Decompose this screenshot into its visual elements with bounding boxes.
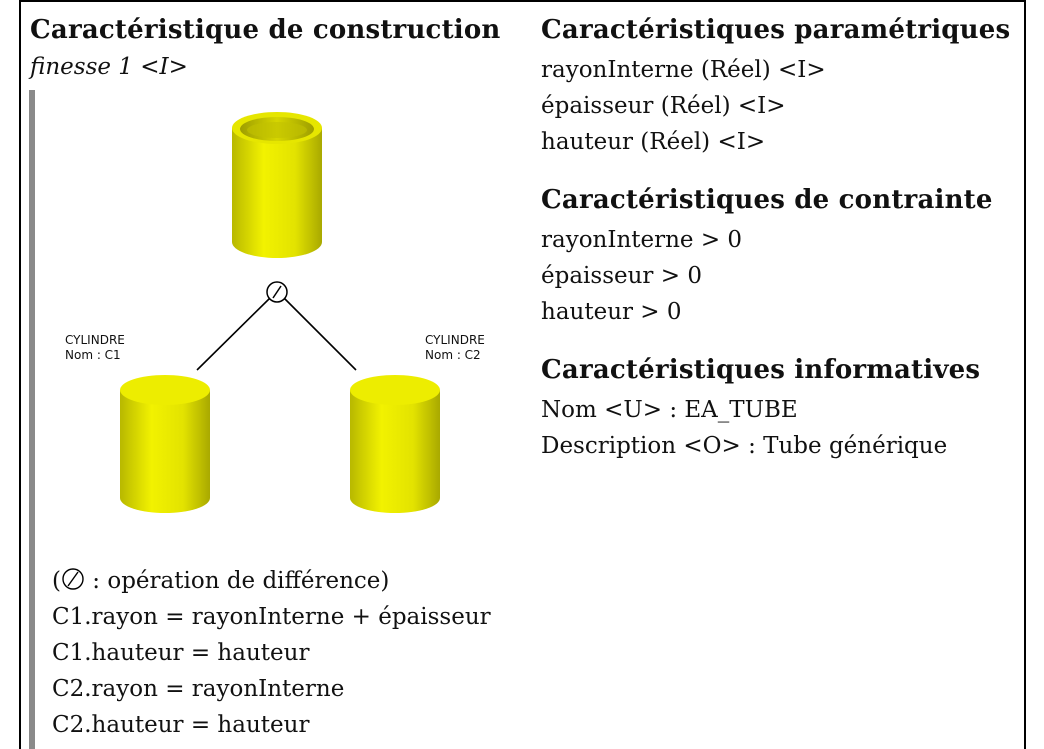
constraint-title: Caractéristiques de contrainte [541,185,993,215]
construction-notes: ( : opération de différence) C1.rayon = … [52,563,491,743]
cylinder-c2-type: CYLINDRE [425,333,485,347]
formula-line: C2.hauteur = hauteur [52,712,310,738]
legend-text: : opération de différence) [92,568,390,594]
constraint-line: rayonInterne > 0 [541,227,743,253]
cylinder-c2-name: Nom : C2 [425,348,481,362]
cylinder-c2-label: CYLINDRE Nom : C2 [425,333,485,363]
result-tube-shape [232,112,322,258]
cylinder-c1-shape [120,375,210,513]
constraint-section: Caractéristiques de contrainte rayonInte… [541,184,1011,330]
legend-open-paren: ( [52,568,61,594]
informative-title: Caractéristiques informatives [541,355,981,385]
tube-construction-diagram: CYLINDRE Nom : C1 CYLINDRE Nom : C2 [40,100,520,560]
formula-line: C1.rayon = rayonInterne + épaisseur [52,604,491,630]
csg-tree-svg [120,112,440,513]
construction-column: Caractéristique de construction finesse … [30,14,520,85]
characteristics-column: Caractéristiques paramétriques rayonInte… [541,14,1011,488]
parametric-line: épaisseur (Réel) <I> [541,93,786,119]
constraint-line: épaisseur > 0 [541,263,702,289]
constraint-line: hauteur > 0 [541,299,682,325]
tree-branch-left [196,297,271,371]
tree-branch-right [283,297,357,371]
parametric-section: Caractéristiques paramétriques rayonInte… [541,14,1011,160]
parametric-line: rayonInterne (Réel) <I> [541,57,826,83]
table-top-border [19,0,1025,2]
informative-section: Caractéristiques informatives Nom <U> : … [541,354,1011,464]
formula-line: C1.hauteur = hauteur [52,640,310,666]
table-left-border [19,0,21,749]
difference-legend-icon [62,568,84,590]
table-right-border [1024,0,1026,749]
cylinder-c1-name: Nom : C1 [65,348,121,362]
informative-line: Description <O> : Tube générique [541,433,948,459]
cylinder-c1-label: CYLINDRE Nom : C1 [65,333,125,363]
legend-line: ( : opération de différence) [52,563,491,599]
cylinder-c1-type: CYLINDRE [65,333,125,347]
construction-subtitle: finesse 1 <I> [30,54,188,80]
parametric-line: hauteur (Réel) <I> [541,129,766,155]
cylinder-c2-shape [350,375,440,513]
construction-title: Caractéristique de construction [30,15,501,45]
parametric-title: Caractéristiques paramétriques [541,15,1011,45]
formula-line: C2.rayon = rayonInterne [52,676,345,702]
left-margin-bar [29,90,35,749]
difference-operator-icon [266,281,288,303]
informative-line: Nom <U> : EA_TUBE [541,397,798,423]
